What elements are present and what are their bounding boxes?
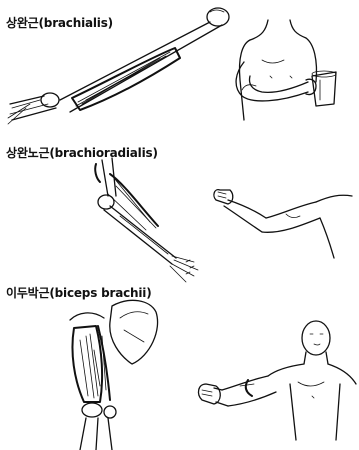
brachioradialis-exercise-figure <box>214 190 352 258</box>
brachioradialis-arm-bones-drawing <box>95 158 198 282</box>
brachialis-exercise-figure <box>236 20 336 120</box>
biceps-arm-bones-drawing <box>70 300 158 450</box>
brachialis-arm-bones-drawing <box>8 8 229 124</box>
biceps-exercise-figure <box>199 321 356 440</box>
